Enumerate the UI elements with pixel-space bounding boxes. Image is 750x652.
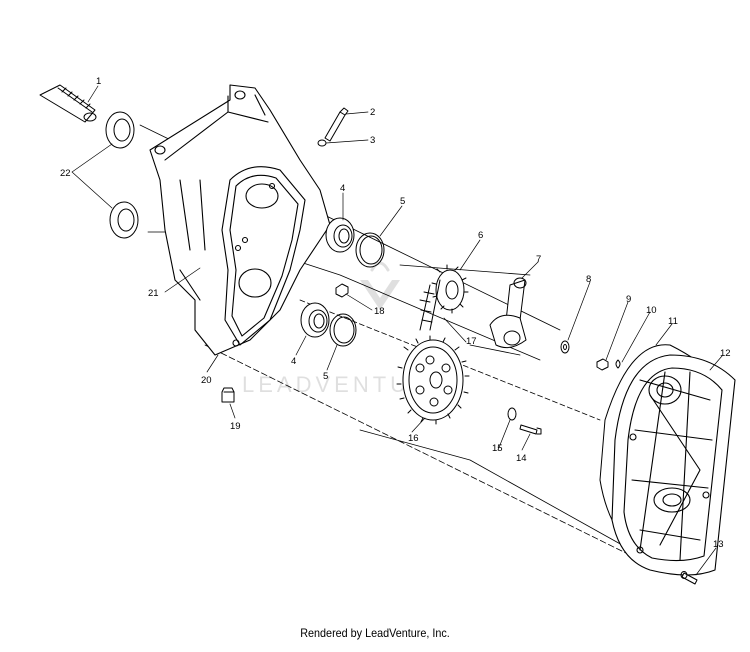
callout-21: 21 — [148, 288, 159, 299]
callout-2: 2 — [370, 107, 375, 118]
part-tensioner-arm — [489, 277, 527, 349]
part-seal-lower — [109, 201, 139, 239]
callout-9: 9 — [626, 294, 631, 305]
part-drain-plug — [221, 387, 235, 403]
part-seal-upper — [105, 111, 135, 149]
callout-19: 19 — [230, 421, 241, 432]
part-lower-sprocket — [396, 335, 470, 425]
callout-16: 16 — [408, 433, 419, 444]
leader-lines — [71, 85, 723, 576]
part-nut-9 — [596, 358, 609, 371]
callout-6: 6 — [478, 230, 483, 241]
part-pin-10 — [615, 359, 621, 369]
callout-14: 14 — [516, 453, 527, 464]
callout-20: 20 — [201, 375, 212, 386]
part-cover-bolt — [680, 571, 698, 585]
callout-5a: 5 — [400, 196, 405, 207]
callout-7: 7 — [536, 254, 541, 265]
part-bolt-upper — [324, 107, 349, 142]
watermark-logo — [360, 261, 400, 310]
render-credit: Rendered by LeadVenture, Inc. — [300, 626, 450, 640]
part-oring-lower — [329, 313, 357, 347]
callout-12: 12 — [720, 348, 731, 359]
callout-11: 11 — [668, 316, 678, 327]
callout-22: 22 — [60, 168, 71, 179]
callout-labels: 1 2 3 4 5 6 7 8 9 10 11 12 13 14 15 16 1… — [60, 76, 731, 550]
part-bearing-lower — [300, 302, 330, 338]
callout-3: 3 — [370, 135, 375, 146]
part-chaincase-cover — [611, 354, 736, 576]
callout-4a: 4 — [340, 183, 345, 194]
part-nut-18 — [335, 283, 349, 298]
callout-4b: 4 — [291, 356, 296, 367]
part-drive-shaft — [39, 84, 97, 123]
part-bolt-14 — [519, 424, 542, 435]
part-chain — [419, 279, 441, 331]
callout-13: 13 — [713, 539, 724, 550]
callout-1: 1 — [96, 76, 101, 87]
callout-10: 10 — [646, 305, 657, 316]
callout-5b: 5 — [323, 371, 328, 382]
part-nut-upper — [317, 139, 327, 147]
callout-15: 15 — [492, 443, 503, 454]
part-upper-sprocket — [431, 264, 469, 314]
callout-8: 8 — [586, 274, 591, 285]
part-washer-15 — [507, 407, 517, 421]
callout-17: 17 — [466, 336, 477, 347]
part-chaincase-housing — [149, 84, 331, 356]
part-oring-upper — [355, 232, 385, 268]
part-bearing-upper — [325, 217, 355, 253]
part-washer-8 — [560, 340, 570, 354]
callout-18: 18 — [374, 306, 385, 317]
